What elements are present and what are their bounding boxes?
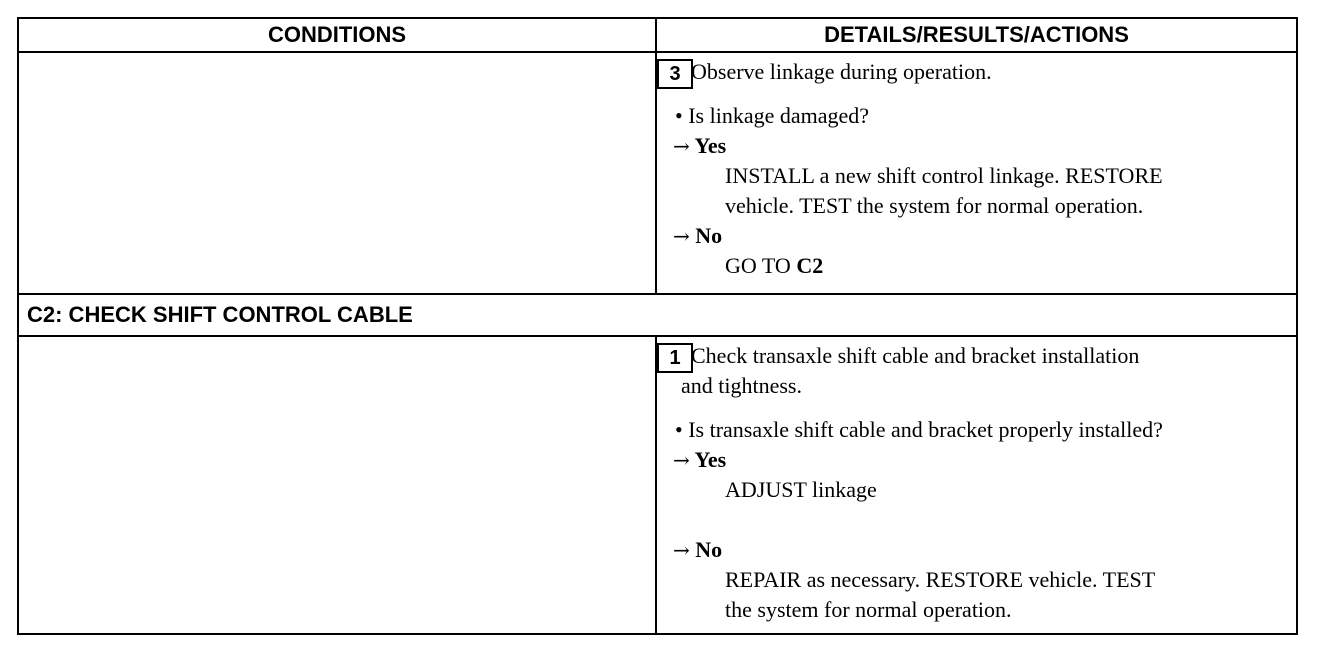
c1-no-branch: → No [657, 221, 1296, 251]
c2-no-action-line2: the system for normal operation. [725, 597, 1012, 622]
step-text-line2: and tightness. [681, 373, 802, 398]
c1-question: • Is linkage damaged? [675, 103, 870, 128]
c1-no-action: GO TO C2 [657, 251, 1296, 281]
c2-question: • Is transaxle shift cable and bracket p… [675, 417, 1163, 442]
c1-yes-action-line1: INSTALL a new shift control linkage. RES… [725, 163, 1163, 188]
details-header: DETAILS/RESULTS/ACTIONS [655, 17, 1298, 53]
yes-label: Yes [694, 447, 727, 472]
step-number-box: 3 [657, 59, 693, 89]
c2-no-action-line1: REPAIR as necessary. RESTORE vehicle. TE… [725, 567, 1156, 592]
step-text: Observe linkage during operation. [691, 59, 992, 84]
table-header-row: CONDITIONS DETAILS/RESULTS/ACTIONS [17, 17, 1298, 53]
arrow-right-icon: → [673, 224, 690, 248]
step-number-box: 1 [657, 343, 693, 373]
c2-no-branch: → No [657, 535, 1296, 565]
goto-prefix: GO TO [725, 253, 797, 278]
goto-target: C2 [796, 253, 824, 278]
c2-title-row: C2: CHECK SHIFT CONTROL CABLE [17, 293, 1298, 337]
c2-section-title: C2: CHECK SHIFT CONTROL CABLE [17, 293, 1298, 337]
no-label: No [695, 537, 723, 562]
spacer [657, 505, 1296, 535]
no-label: No [695, 223, 723, 248]
c1-conditions-cell [17, 51, 657, 295]
step-text-line1: Check transaxle shift cable and bracket … [691, 343, 1140, 368]
arrow-right-icon: → [673, 448, 690, 472]
yes-label: Yes [694, 133, 727, 158]
c2-conditions-cell [17, 335, 657, 635]
arrow-right-icon: → [673, 134, 690, 158]
c1-yes-action-line2: vehicle. TEST the system for normal oper… [725, 193, 1144, 218]
c2-yes-branch: → Yes [657, 445, 1296, 475]
c1-yes-branch: → Yes [657, 131, 1296, 161]
conditions-header: CONDITIONS [17, 17, 657, 53]
arrow-right-icon: → [673, 538, 690, 562]
c2-yes-action: ADJUST linkage [725, 477, 877, 502]
